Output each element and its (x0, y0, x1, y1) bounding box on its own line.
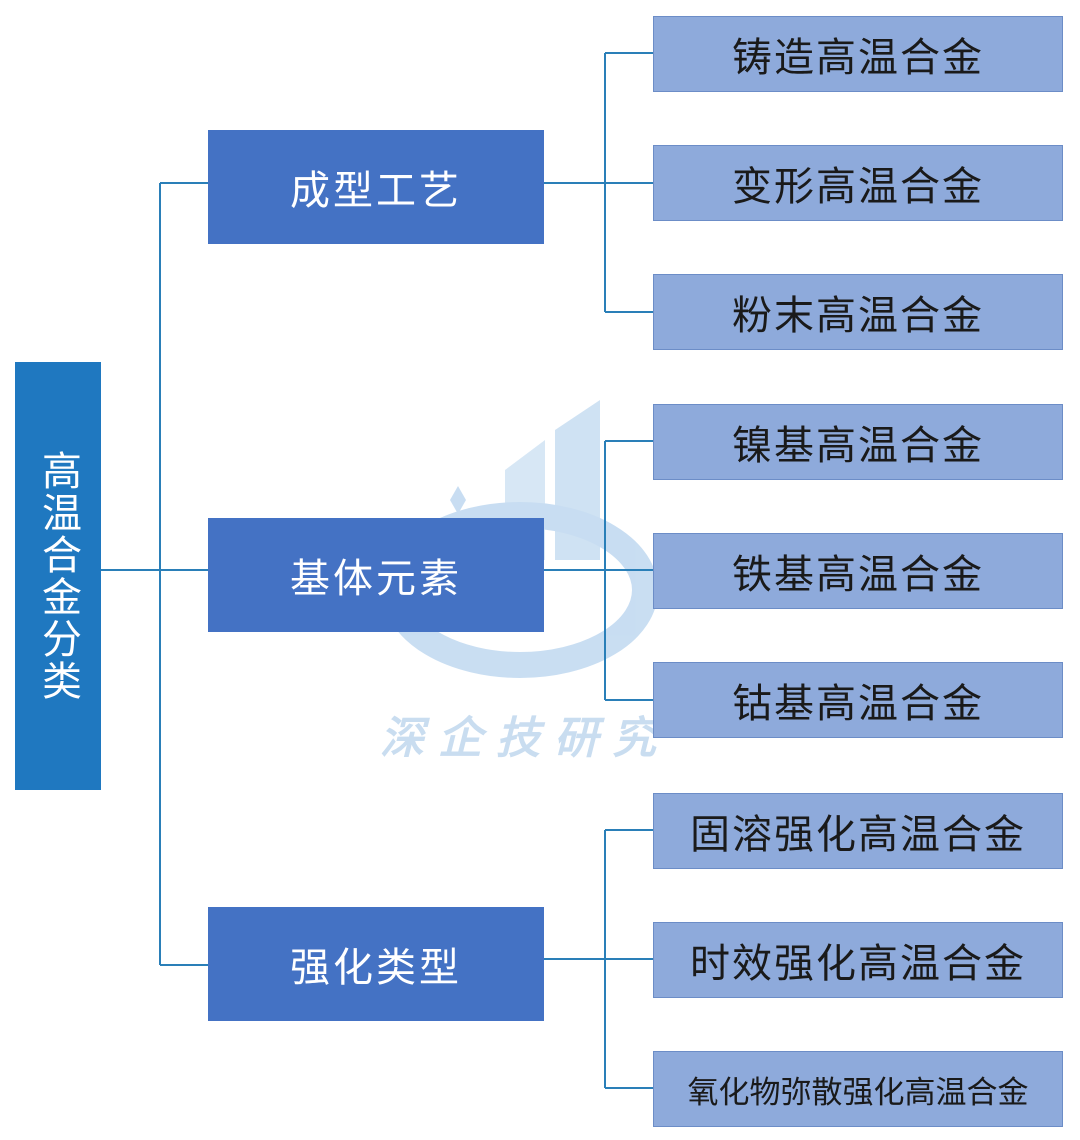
leaf-solid-solution-superalloy: 固溶强化高温合金 (653, 793, 1063, 869)
watermark-text: 深企技研究 (380, 713, 670, 764)
category-matrix-element: 基体元素 (208, 518, 544, 632)
leaf-ods-superalloy: 氧化物弥散强化高温合金 (653, 1051, 1063, 1127)
root-node: 高温合金分类 (15, 362, 101, 790)
category-forming-process: 成型工艺 (208, 130, 544, 244)
leaf-wrought-superalloy: 变形高温合金 (653, 145, 1063, 221)
leaf-nickel-based-superalloy: 镍基高温合金 (653, 404, 1063, 480)
leaf-cast-superalloy: 铸造高温合金 (653, 16, 1063, 92)
leaf-powder-superalloy: 粉末高温合金 (653, 274, 1063, 350)
leaf-cobalt-based-superalloy: 钴基高温合金 (653, 662, 1063, 738)
category-strengthening-type: 强化类型 (208, 907, 544, 1021)
leaf-age-hardening-superalloy: 时效强化高温合金 (653, 922, 1063, 998)
leaf-iron-based-superalloy: 铁基高温合金 (653, 533, 1063, 609)
